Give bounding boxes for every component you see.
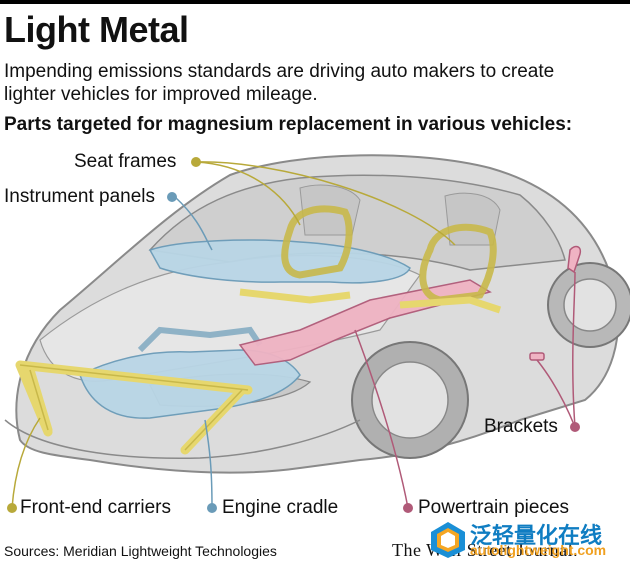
label-instrument-panels: Instrument panels [4, 186, 156, 207]
watermark-logo-icon [431, 522, 465, 558]
car-diagram [4, 154, 630, 513]
label-front-end-carriers: Front-end carriers [20, 497, 171, 518]
watermark-text: 泛轻量化在线 [470, 523, 603, 548]
seat-frame-part-left [281, 205, 353, 279]
page-title: Light Metal [4, 9, 189, 50]
bracket-part-2 [529, 352, 545, 361]
section-heading: Parts targeted for magnesium replacement… [4, 114, 573, 135]
label-brackets: Brackets [484, 416, 558, 437]
watermark-url: autolightweight.com [470, 542, 607, 558]
bracket-part-1 [567, 245, 582, 274]
label-powertrain-pieces: Powertrain pieces [418, 497, 570, 518]
sources-note: Sources: Meridian Lightweight Technologi… [4, 543, 277, 559]
engine-cradle-arm [137, 326, 263, 353]
leader-dots [7, 157, 580, 513]
label-seat-frames: Seat frames [74, 151, 177, 172]
subtitle: Impending emissions standards are drivin… [4, 61, 555, 105]
label-engine-cradle: Engine cradle [222, 497, 339, 518]
seat-frame-part-right [419, 223, 497, 304]
leader-lines [11, 161, 576, 509]
top-rule [0, 0, 630, 4]
seat-frame-base [239, 288, 502, 314]
